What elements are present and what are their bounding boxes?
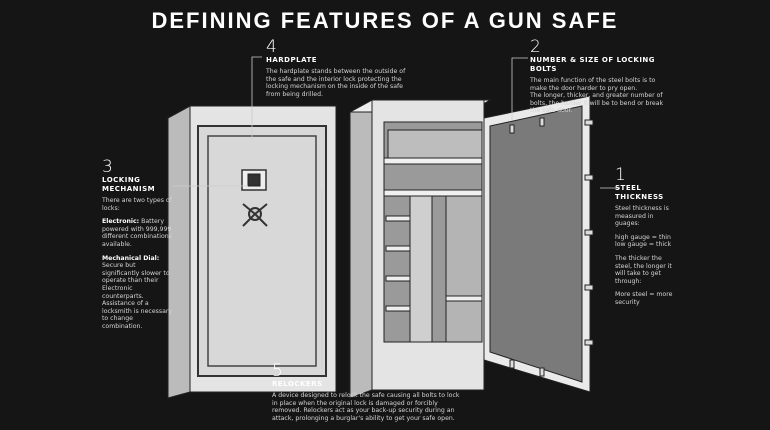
feature-text: The thicker the steel, the longer it wil… (615, 254, 672, 285)
shelf (383, 157, 483, 165)
locking-bolts (509, 117, 594, 377)
dial-text: Secure but significantly slower to opera… (102, 262, 173, 330)
feature-locking-mechanism: 3 LOCKING MECHANISM There are two types … (102, 158, 174, 337)
feature-number: 5 (272, 361, 283, 381)
feature-text: More steel = more security (615, 291, 673, 306)
feature-text: The hardplate stands between the outside… (266, 68, 406, 98)
feature-heading: HARDPLATE (266, 56, 317, 64)
feature-heading: STEEL THICKNESS (615, 184, 664, 201)
feature-number: 4 (266, 37, 277, 57)
feature-text: Steel thickness is measured in guages: (615, 205, 669, 228)
dial-handle (242, 203, 268, 227)
shelf (383, 189, 483, 197)
feature-number: 3 (102, 157, 113, 177)
feature-text: low gauge = thick (615, 241, 672, 249)
dial-label: Mechanical Dial: (102, 254, 160, 262)
electronic-label: Electronic: (102, 218, 140, 226)
closed-safe-door (197, 125, 327, 377)
feature-heading: NUMBER & SIZE OF LOCKING BOLTS (530, 56, 656, 73)
feature-heading: RELOCKERS (272, 380, 323, 388)
feature-relockers: 5 RELOCKERS A device designed to relock … (272, 362, 467, 422)
feature-text: The longer, thicker, and greater number … (530, 92, 664, 115)
feature-text: There are two types of locks: (102, 197, 172, 212)
feature-heading: LOCKING MECHANISM (102, 176, 156, 193)
callout-lines (172, 56, 620, 370)
feature-text: high gauge = thin (615, 233, 671, 241)
open-safe-side (349, 99, 373, 399)
page-title: DEFINING FEATURES OF A GUN SAFE (151, 8, 619, 33)
feature-hardplate: 4 HARDPLATE The hardplate stands between… (266, 38, 406, 98)
feature-steel-thickness: 1 STEEL THICKNESS Steel thickness is mea… (615, 166, 677, 313)
feature-text: A device designed to relock the safe cau… (272, 392, 460, 422)
electronic-text: Battery powered with 999,999 different c… (102, 218, 172, 248)
feature-bolts: 2 NUMBER & SIZE OF LOCKING BOLTS The mai… (530, 38, 670, 115)
feature-number: 2 (530, 37, 541, 57)
feature-text: The main function of the steel bolts is … (530, 77, 656, 92)
feature-number: 1 (615, 165, 626, 185)
